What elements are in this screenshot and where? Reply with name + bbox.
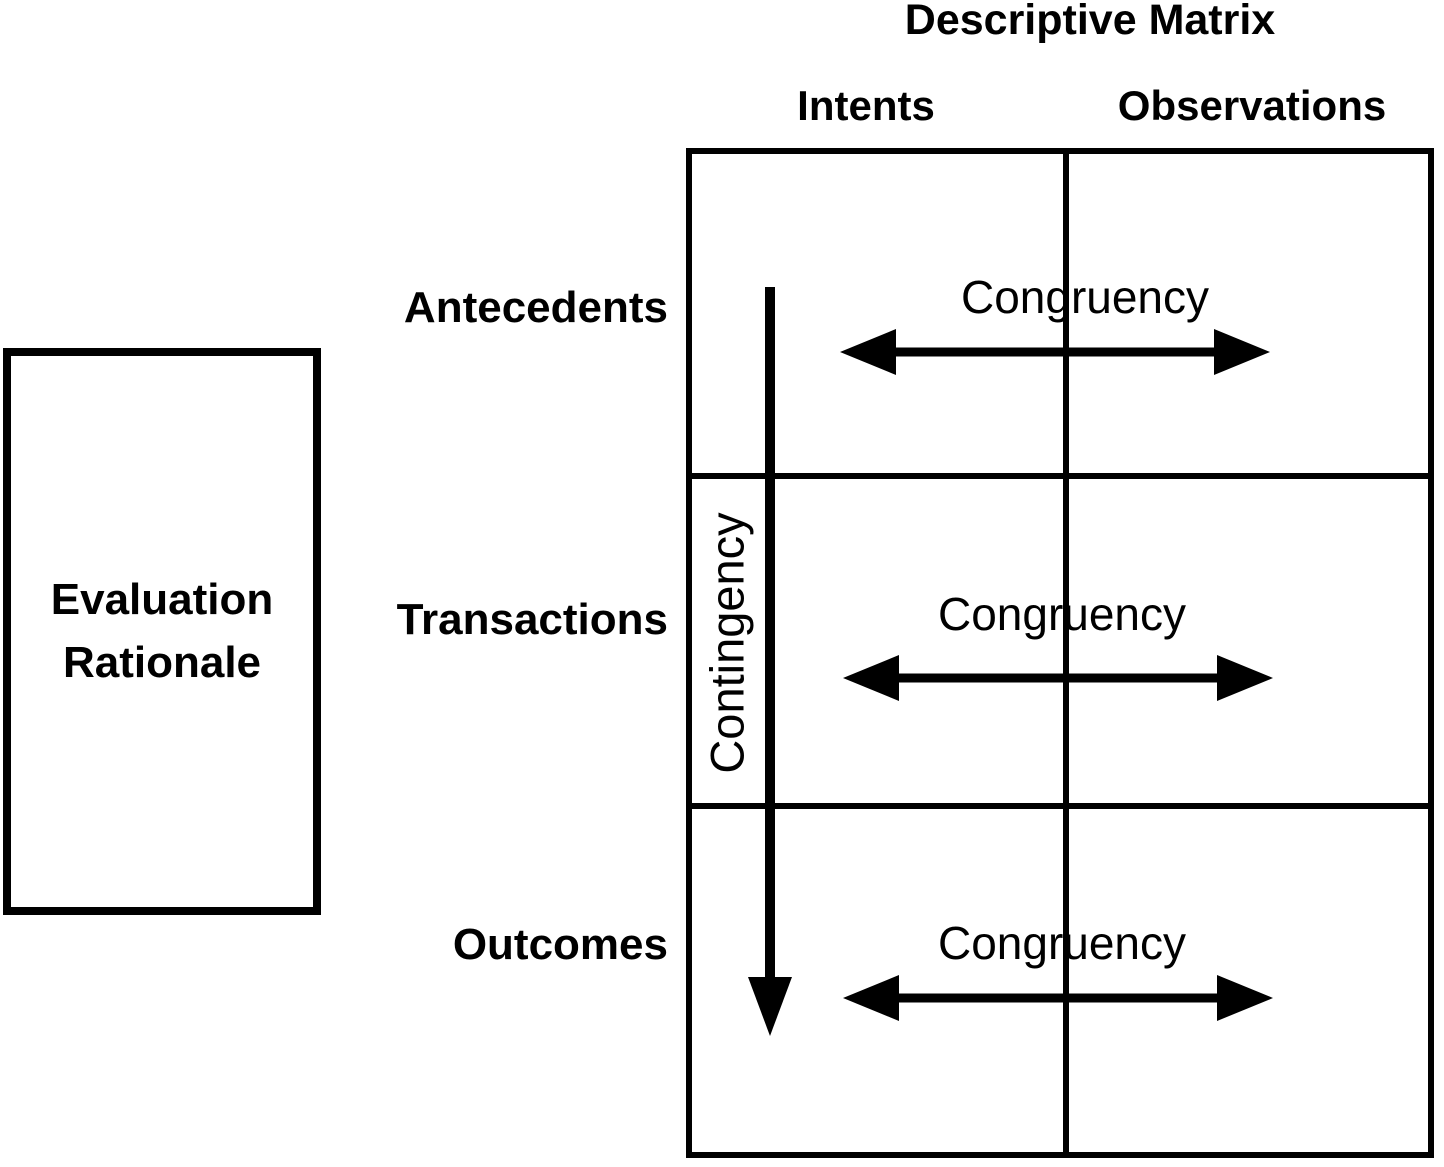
evaluation-rationale-line1: Evaluation xyxy=(50,575,274,625)
matrix-column-divider xyxy=(1063,154,1069,1152)
congruency-label-transactions: Congruency xyxy=(937,588,1187,640)
contingency-label: Contingency xyxy=(700,512,754,774)
matrix-row-divider-1 xyxy=(692,473,1428,479)
congruency-label-outcomes: Congruency xyxy=(937,917,1187,969)
diagram-title: Descriptive Matrix xyxy=(904,0,1276,44)
column-header-intents: Intents xyxy=(797,82,935,129)
congruency-label-antecedents: Congruency xyxy=(960,271,1210,323)
evaluation-rationale-line2: Rationale xyxy=(62,637,262,687)
row-label-transactions: Transactions xyxy=(396,595,668,644)
column-header-observations: Observations xyxy=(1117,82,1387,129)
matrix-row-divider-2 xyxy=(692,803,1428,809)
row-label-antecedents: Antecedents xyxy=(403,283,668,332)
evaluation-rationale-box: Evaluation Rationale xyxy=(3,348,321,915)
row-label-outcomes: Outcomes xyxy=(452,920,668,969)
descriptive-matrix-grid xyxy=(686,148,1434,1158)
